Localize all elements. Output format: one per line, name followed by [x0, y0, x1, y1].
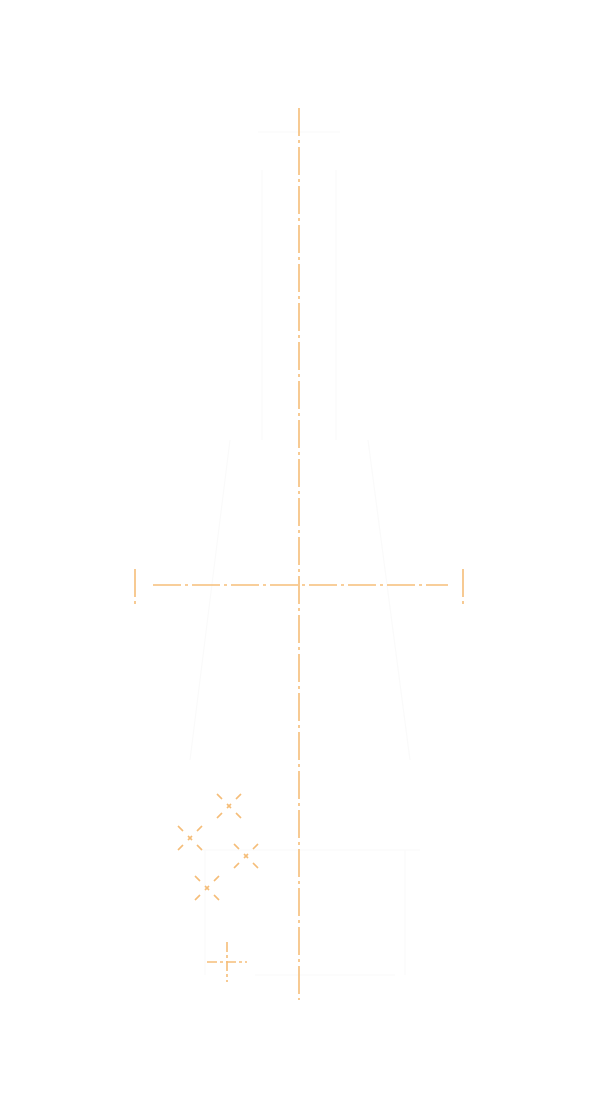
circle-center-mark — [207, 942, 247, 982]
hole-center-mark — [177, 825, 203, 851]
hole-center-mark — [216, 793, 242, 819]
hole-center-marks — [177, 793, 259, 901]
hole-center-mark — [233, 843, 259, 869]
part-outline — [189, 131, 420, 976]
hole-center-mark — [194, 875, 220, 901]
